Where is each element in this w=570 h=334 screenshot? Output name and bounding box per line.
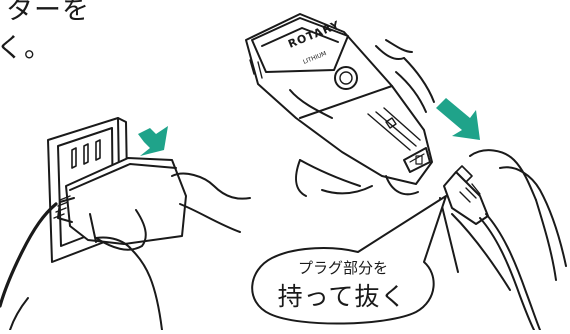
shaver bbox=[246, 14, 432, 184]
callout-text-line-1: プラグ部分を bbox=[278, 258, 408, 278]
pull-arrow-left bbox=[138, 126, 168, 156]
right-hand-pulling-plug bbox=[440, 150, 566, 290]
plug-cord bbox=[480, 214, 540, 330]
plug bbox=[444, 166, 488, 224]
ac-adapter bbox=[58, 158, 186, 244]
callout-text-line-2: 持って抜く bbox=[262, 282, 422, 312]
intro-text-line-2: く。 bbox=[0, 32, 52, 66]
pull-arrow-right bbox=[436, 98, 480, 140]
intro-text-line-1: ターを bbox=[6, 0, 90, 28]
